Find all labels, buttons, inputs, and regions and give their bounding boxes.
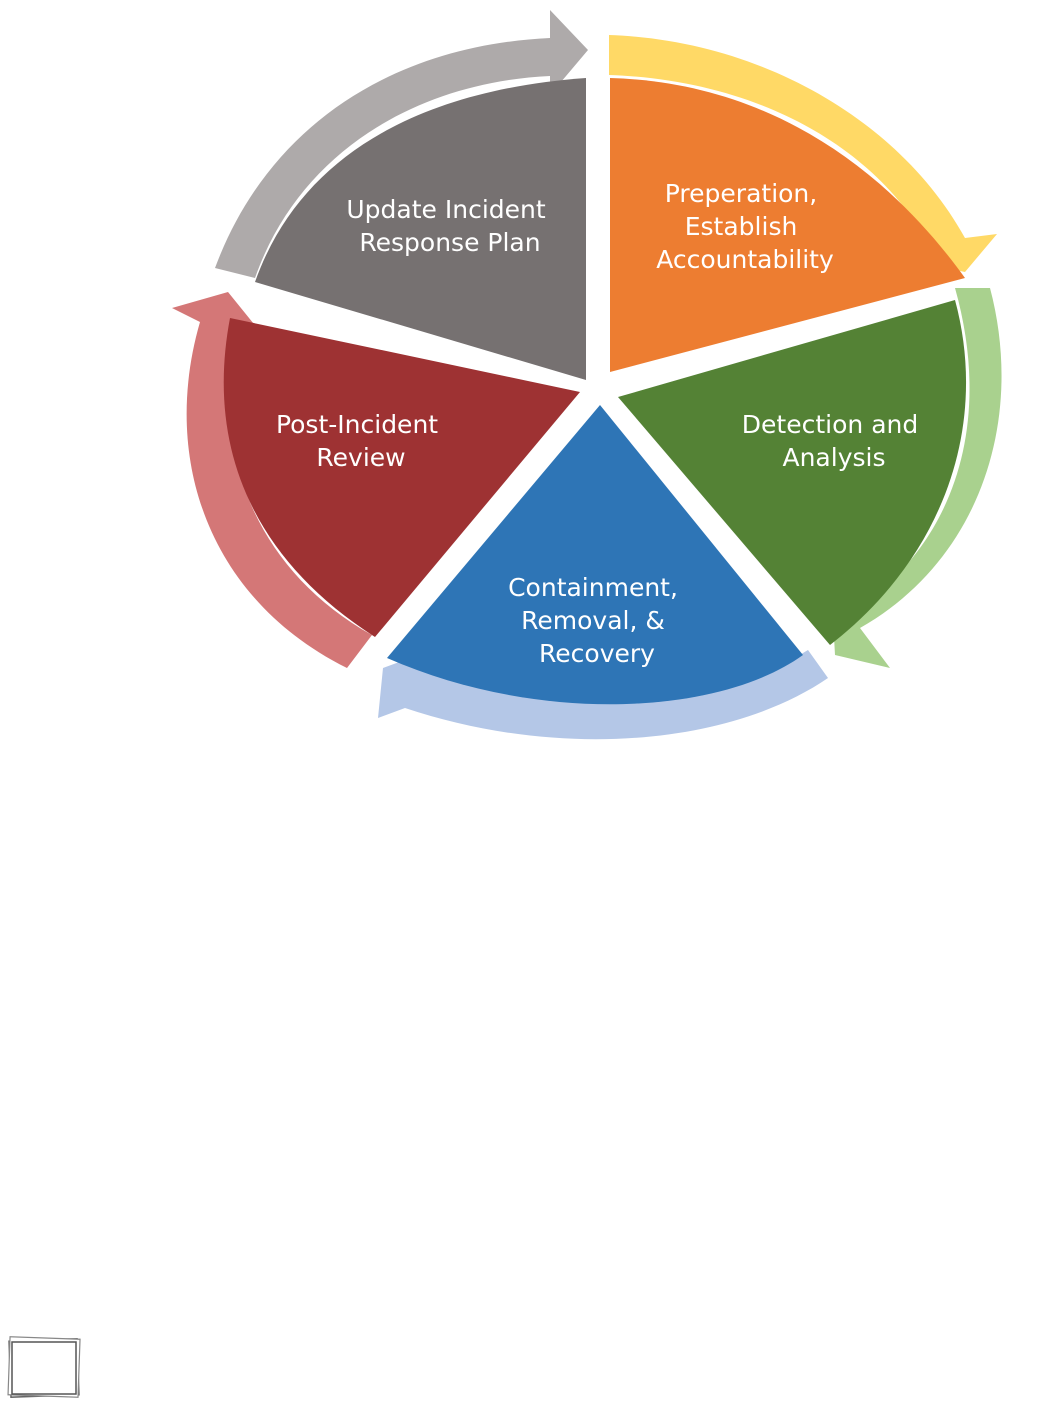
label-containment: Containment, Removal, & Recovery [508, 573, 686, 668]
label-preparation: Preperation, Establish Accountability [656, 179, 834, 274]
segment-post-incident [223, 318, 580, 637]
label-detection-line-2: Analysis [782, 443, 885, 472]
label-preparation-line-3: Accountability [656, 245, 834, 274]
label-detection-line-1: Detection and [742, 410, 918, 439]
label-update-plan-line-2: Response Plan [359, 228, 540, 257]
segment-preparation [610, 78, 965, 372]
label-update-plan-line-1: Update Incident [346, 195, 545, 224]
label-containment-line-1: Containment, [508, 573, 678, 602]
arrow-detection-to-containment [832, 288, 1002, 668]
label-post-incident-line-1: Post-Incident [276, 410, 438, 439]
incident-response-cycle-diagram: Preperation, Establish Accountability De… [172, 10, 1002, 740]
segment-containment [387, 405, 803, 705]
label-containment-line-2: Removal, & [521, 606, 665, 635]
label-post-incident: Post-Incident Review [276, 410, 446, 472]
arrow-update-to-preparation [215, 10, 588, 278]
label-preparation-line-2: Establish [685, 212, 798, 241]
arrow-post-incident-to-update [172, 292, 372, 668]
label-detection: Detection and Analysis [742, 410, 926, 472]
segment-update-plan [255, 78, 586, 380]
segment-detection [618, 300, 967, 645]
label-preparation-line-1: Preperation, [665, 179, 817, 208]
label-post-incident-line-2: Review [316, 443, 405, 472]
arrow-containment-to-post-incident [378, 648, 828, 740]
label-update-plan: Update Incident Response Plan [346, 195, 553, 257]
arrow-preparation-to-detection [609, 35, 997, 272]
label-containment-line-3: Recovery [539, 639, 655, 668]
page-thumbnail-icon [7, 1336, 81, 1398]
